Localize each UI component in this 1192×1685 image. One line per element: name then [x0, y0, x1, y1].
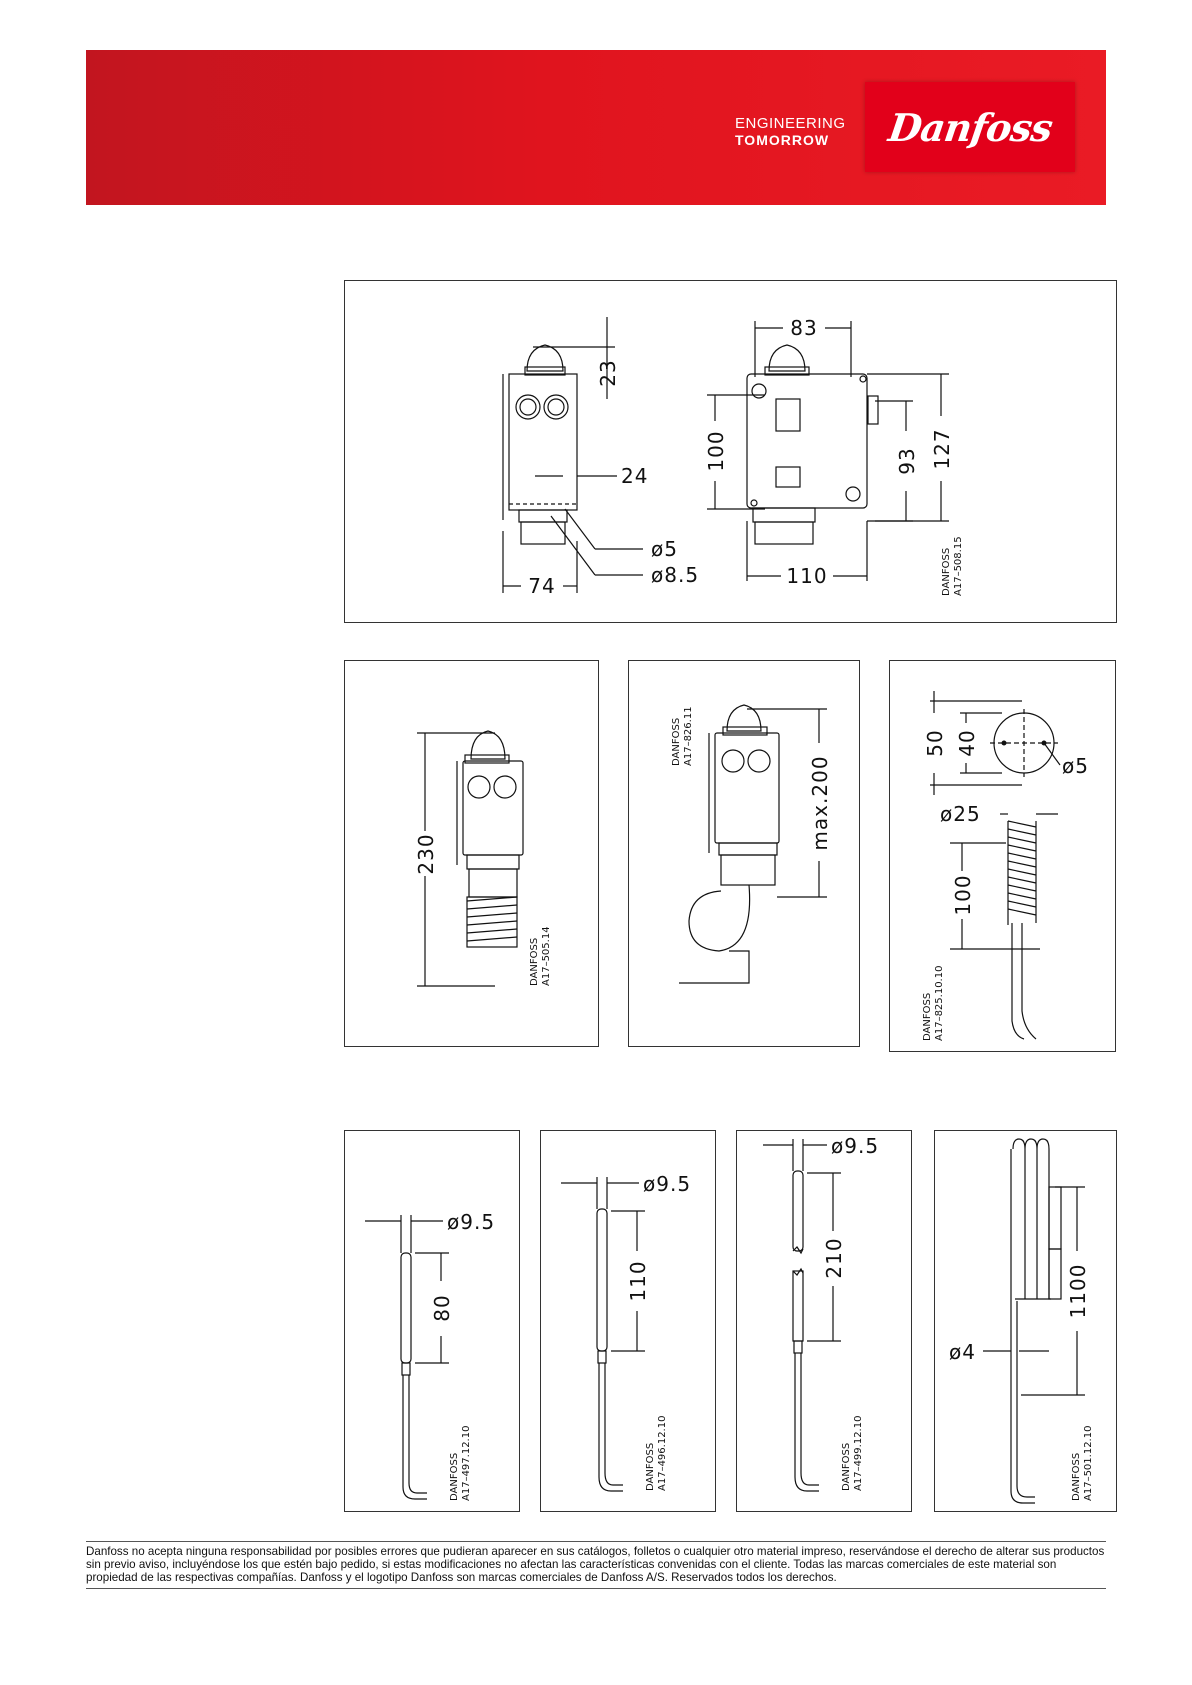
dim-o25: ø25	[940, 802, 981, 826]
sensor2-code-line1: DANFOSS	[645, 1443, 656, 1491]
svg-max200: max.200 DANFOSS A17–826.11	[671, 704, 832, 984]
dim-74: 74	[528, 574, 555, 598]
logo-text: Danfoss	[885, 104, 1055, 150]
sensor4-code-line2: A17–501.12.10	[1083, 1426, 1094, 1501]
drawing-230: 230 DANFOSS A17–505.14	[344, 660, 599, 1047]
sensor1-code-line1: DANFOSS	[449, 1453, 460, 1501]
sensor1-dia: ø9.5	[447, 1210, 495, 1234]
sensor3-dia: ø9.5	[831, 1134, 879, 1158]
dimension-drawing-main: 23 24 ø5 ø8.5 74 83 1	[502, 316, 964, 598]
svg-230: 230 DANFOSS A17–505.14	[414, 730, 552, 987]
dim-c-100: 100	[951, 874, 975, 915]
dim-93: 93	[895, 447, 919, 474]
sensor4-len: 1100	[1066, 1264, 1090, 1319]
drawing-wall-bracket: 50 40 ø5 ø25 100 DANFOSS A17–825.10.10	[889, 660, 1116, 1052]
tagline-line2: TOMORROW	[735, 132, 830, 148]
drawing-code-line1: DANFOSS	[941, 548, 952, 596]
drawing-code-line2: A17–508.15	[953, 536, 964, 596]
dim-23: 23	[596, 359, 620, 386]
dim-50: 50	[923, 729, 947, 756]
sensor4-dia: ø4	[949, 1340, 976, 1364]
sensor2-code-line2: A17–496.12.10	[657, 1416, 668, 1491]
drawing-sensor-80: ø9.5 80 DANFOSS A17–497.12.10	[344, 1130, 520, 1512]
drawing-sensor-210: ø9.5 210 DANFOSS A17–499.12.10	[736, 1130, 912, 1512]
code-b-line2: A17–826.11	[683, 706, 694, 766]
code-c-line1: DANFOSS	[922, 993, 933, 1041]
footer-disclaimer: Danfoss no acepta ninguna responsabilida…	[86, 1545, 1105, 1584]
dim-c-o5: ø5	[1062, 754, 1089, 778]
drawing-dimensions-main: 23 24 ø5 ø8.5 74 83 1	[344, 280, 1117, 623]
dim-110: 110	[786, 564, 827, 588]
dim-40: 40	[955, 729, 979, 756]
sensor3-code-line2: A17–499.12.10	[853, 1416, 864, 1491]
footer-bottom-rule	[86, 1588, 1106, 1589]
dim-127: 127	[930, 428, 954, 469]
code-c-line2: A17–825.10.10	[934, 966, 945, 1041]
tagline-line1: ENGINEERING	[735, 115, 846, 132]
sensor2-len: 110	[626, 1260, 650, 1301]
sensor3-len: 210	[822, 1237, 846, 1278]
tagline: ENGINEERING TOMORROW	[735, 115, 845, 149]
drawing-max200: max.200 DANFOSS A17–826.11	[628, 660, 860, 1047]
svg-wall-bracket: 50 40 ø5 ø25 100 DANFOSS A17–825.10.10	[922, 691, 1089, 1041]
sensor4-code-line1: DANFOSS	[1071, 1453, 1082, 1501]
dim-83: 83	[790, 316, 817, 340]
code-b-line1: DANFOSS	[671, 718, 682, 766]
sensor3-code-line1: DANFOSS	[841, 1443, 852, 1491]
sensor1-code-line2: A17–497.12.10	[461, 1426, 472, 1501]
sensor1-len: 80	[430, 1294, 454, 1321]
dim-100: 100	[704, 430, 728, 471]
dim-o5: ø5	[651, 537, 678, 561]
code-a-line1: DANFOSS	[529, 938, 540, 986]
footer-top-rule	[86, 1541, 1106, 1542]
drawing-sensor-1100: 1100 ø4 DANFOSS A17–501.12.10	[934, 1130, 1117, 1512]
dim-max200: max.200	[808, 755, 832, 850]
dim-24: 24	[621, 464, 648, 488]
code-a-line2: A17–505.14	[541, 926, 552, 986]
sensor2-dia: ø9.5	[643, 1172, 691, 1196]
dim-o85: ø8.5	[651, 563, 699, 587]
dim-230: 230	[414, 833, 438, 874]
drawing-sensor-110: ø9.5 110 DANFOSS A17–496.12.10	[540, 1130, 716, 1512]
danfoss-logo: Danfoss	[865, 82, 1075, 172]
